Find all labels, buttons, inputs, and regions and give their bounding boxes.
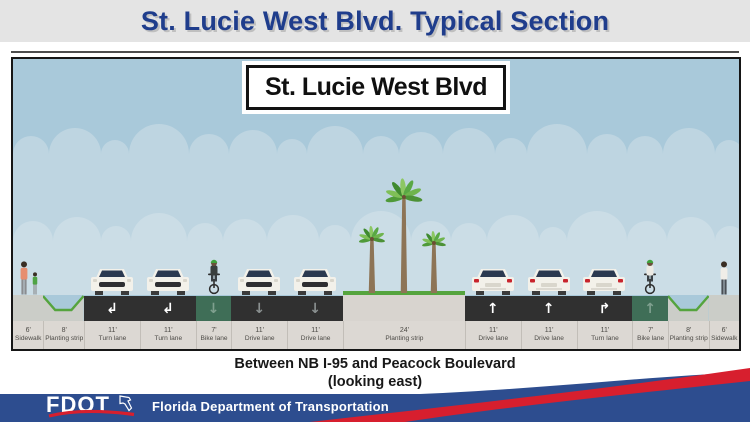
lane-label-sidewalk: 6' Sidewalk <box>708 321 739 349</box>
sidewalk-surface <box>708 295 739 321</box>
footer-swoosh-graphic <box>0 368 750 422</box>
lane-label-bike-lane: 7' Bike lane <box>632 321 668 349</box>
lane-label-turn-lane: 11' Turn lane <box>84 321 140 349</box>
car-front-view <box>146 269 189 295</box>
title-divider <box>11 51 739 53</box>
lane-arrow-up: ↑ <box>542 301 555 317</box>
median-planting-strip <box>343 291 465 321</box>
road-surface <box>520 296 577 321</box>
bike-lane-surface <box>632 296 668 321</box>
lane-arrow-hook-right: ↱ <box>598 301 611 317</box>
caption-line-1: Between NB I-95 and Peacock Boulevard <box>234 356 516 372</box>
title-band: St. Lucie West Blvd. Typical Section <box>0 0 750 42</box>
lane-arrow-up: ↑ <box>486 301 499 317</box>
lane-label-drive-lane: 11' Drive lane <box>231 321 287 349</box>
lane-label-planting-strip: 8' Planting strip <box>667 321 709 349</box>
florida-outline-icon <box>119 395 133 412</box>
lane-label-drive-lane: 11' Drive lane <box>520 321 577 349</box>
caption-line-2: (looking east) <box>327 374 423 390</box>
sidewalk-surface <box>13 295 44 321</box>
slide-title: St. Lucie West Blvd. Typical Section <box>140 5 610 36</box>
lane-arrow-down: ↓ <box>253 301 266 317</box>
planting-strip-swale <box>667 295 709 321</box>
pedestrian <box>32 272 38 295</box>
road-surface <box>287 296 343 321</box>
planting-strip-swale <box>43 295 85 321</box>
pedestrian <box>720 261 728 295</box>
lane-arrow-up: ↑ <box>644 301 656 317</box>
car-front-view <box>294 269 337 295</box>
lane-arrow-hook-left: ↲ <box>161 301 174 317</box>
fdot-red-swoosh-icon <box>48 409 135 418</box>
car-front-view <box>91 269 133 295</box>
typical-section-diagram: ↲ ↲ ↓ ↓ ↓ ↑ ↑ ↱ ↑ 6' Sidewalk 8' Planting strip … <box>11 57 741 351</box>
car-front-view <box>238 269 281 295</box>
road-surface <box>231 296 288 321</box>
lane-arrow-down: ↓ <box>207 301 220 317</box>
lane-label-turn-lane: 11' Turn lane <box>139 321 196 349</box>
footer: FDOT Florida Department of Transportatio… <box>0 360 750 422</box>
street-sign-text: St. Lucie West Blvd <box>264 73 488 101</box>
pedestrian <box>20 261 28 295</box>
car-rear-view <box>471 269 514 295</box>
lane-label-drive-lane: 11' Drive lane <box>287 321 343 349</box>
fdot-logo-icon: FDOT <box>46 393 135 418</box>
car-rear-view <box>527 269 570 295</box>
bike-lane-surface <box>195 296 232 321</box>
palm-trees <box>358 178 446 293</box>
street-name-sign: St. Lucie West Blvd <box>245 65 507 110</box>
caption: Between NB I-95 and Peacock Boulevard (l… <box>0 355 750 391</box>
vehicles-layer <box>13 59 739 349</box>
car-rear-view <box>583 269 626 295</box>
road-surface <box>84 296 140 321</box>
road-surface <box>576 296 633 321</box>
lane-label-planting-strip: 24' Planting strip <box>343 321 465 349</box>
lane-label-turn-lane: 11' Turn lane <box>576 321 633 349</box>
lane-label-bike-lane: 7' Bike lane <box>195 321 232 349</box>
lane-label-planting-strip: 8' Planting strip <box>43 321 84 349</box>
road-surface <box>464 296 521 321</box>
agency-name: Florida Department of Transportation <box>152 399 389 414</box>
ground-layer: ↲ ↲ ↓ ↓ ↓ ↑ ↑ ↱ ↑ <box>13 59 739 349</box>
cyclist <box>207 259 220 295</box>
cyclist <box>644 259 657 295</box>
lane-label-sidewalk: 6' Sidewalk <box>15 327 42 343</box>
lane-width-label-band: 6' Sidewalk 8' Planting strip 11' Turn l… <box>13 321 739 349</box>
lane-label-drive-lane: 11' Drive lane <box>464 321 521 349</box>
lane-arrow-hook-left: ↲ <box>106 301 118 317</box>
fdot-logo: FDOT <box>46 393 146 420</box>
road-surface <box>139 296 196 321</box>
lane-arrow-down: ↓ <box>309 301 321 317</box>
